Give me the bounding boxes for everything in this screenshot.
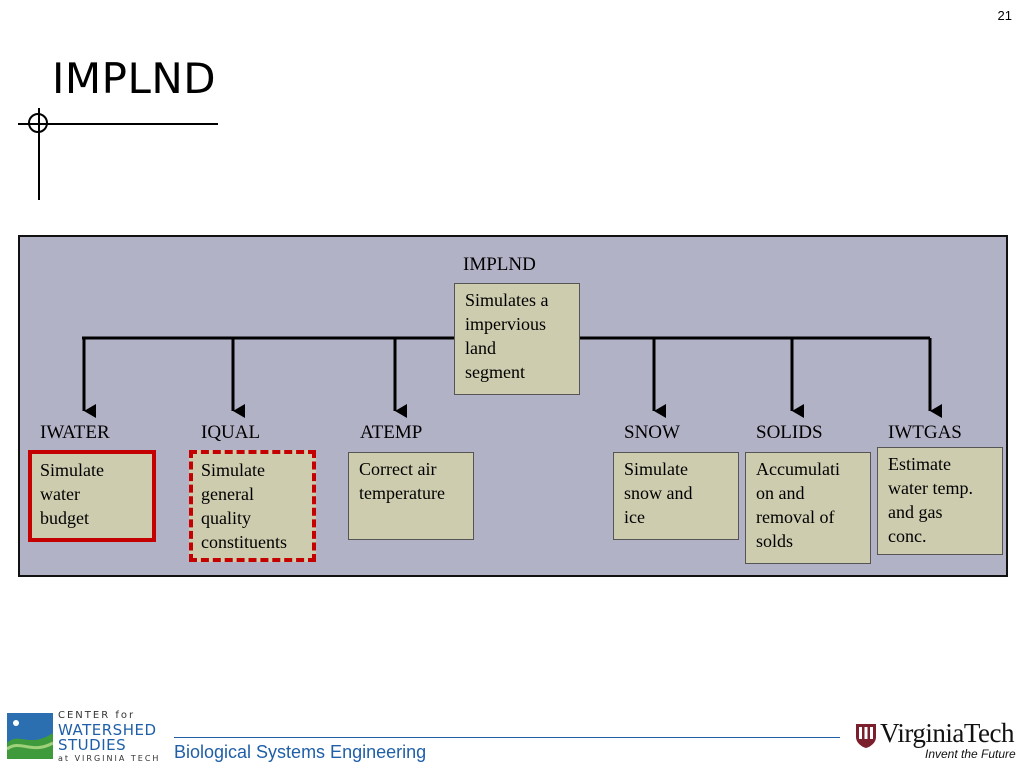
iwater-label: IWATER bbox=[40, 422, 110, 443]
title-rule-horizontal bbox=[18, 123, 218, 125]
title-rule-vertical bbox=[38, 108, 40, 200]
org-line-studies: STUDIES bbox=[58, 736, 127, 754]
root-label: IMPLND bbox=[463, 254, 536, 275]
root-box: Simulates a impervious land segment bbox=[454, 283, 580, 395]
university-tagline: Invent the Future bbox=[925, 747, 1016, 761]
iqual-label: IQUAL bbox=[201, 422, 261, 443]
footer-divider bbox=[174, 737, 840, 738]
vt-shield-icon bbox=[856, 724, 876, 748]
iwater-box: Simulate water budget bbox=[28, 450, 156, 542]
diagram-panel: IMPLND Simulates a impervious land segme… bbox=[18, 235, 1008, 577]
iwtgas-label: IWTGAS bbox=[888, 422, 962, 443]
iwtgas-box: Estimate water temp. and gas conc. bbox=[877, 447, 1003, 555]
watershed-logo-icon bbox=[7, 713, 53, 759]
atemp-box: Correct air temperature bbox=[348, 452, 474, 540]
footer-organization: CENTER for WATERSHED STUDIES at VIRGINIA… bbox=[58, 711, 160, 763]
solids-label: SOLIDS bbox=[756, 422, 823, 443]
snow-box: Simulate snow and ice bbox=[613, 452, 739, 540]
org-line-center: CENTER for bbox=[58, 710, 136, 721]
title-rule-circle bbox=[28, 113, 48, 133]
footer-department: Biological Systems Engineering bbox=[174, 742, 427, 762]
org-line-watershed: WATERSHED bbox=[58, 721, 157, 739]
solids-box: Accumulati on and removal of solds bbox=[745, 452, 871, 564]
page-number: 21 bbox=[997, 8, 1012, 23]
iqual-box: Simulate general quality constituents bbox=[189, 450, 316, 562]
atemp-label: ATEMP bbox=[360, 422, 423, 443]
snow-label: SNOW bbox=[624, 422, 680, 443]
university-name: VirginiaTech bbox=[880, 718, 1014, 748]
slide-title: IMPLND bbox=[52, 54, 217, 103]
org-line-virginia-tech: at VIRGINIA TECH bbox=[58, 754, 161, 763]
